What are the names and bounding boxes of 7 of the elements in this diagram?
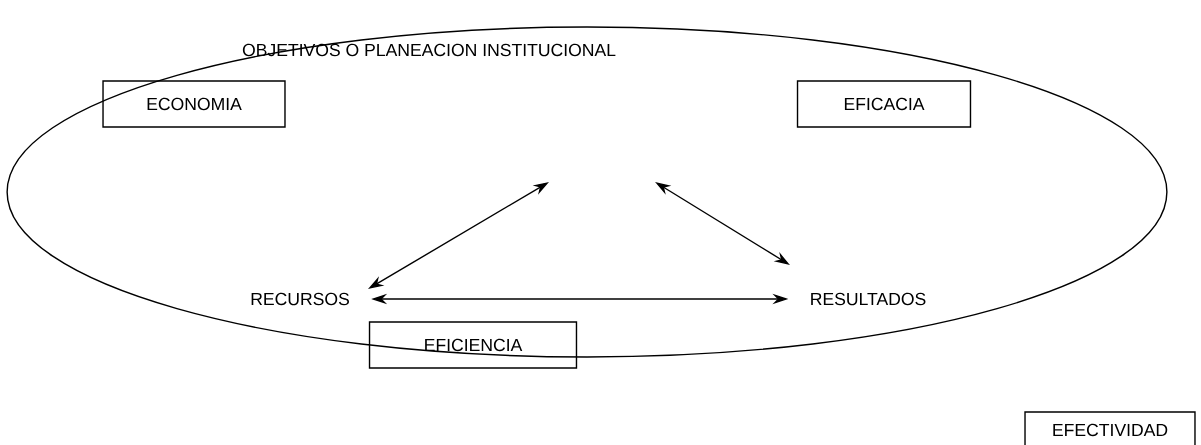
label-box: EFICIENCIA [368, 321, 578, 369]
ellipse-outline [6, 26, 1168, 358]
label-box: EFICACIA [796, 80, 972, 128]
label-box: ECONOMIA [102, 80, 286, 128]
node-label: RECURSOS [251, 292, 349, 306]
node-label: RESULTADOS [811, 292, 926, 306]
label-box: EFECTIVIDAD [1024, 411, 1196, 445]
